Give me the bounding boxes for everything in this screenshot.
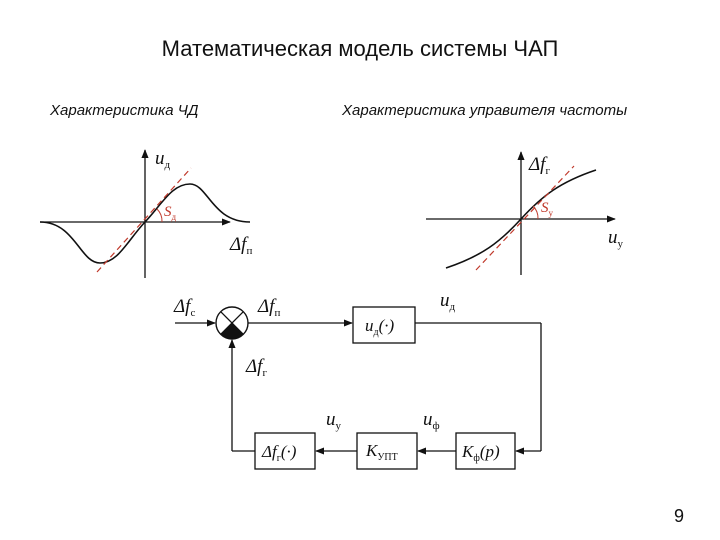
svg-text:Sу: Sу <box>541 200 554 218</box>
input-signal-label: Δfс <box>173 296 195 319</box>
discriminator-curve <box>39 183 251 264</box>
block-diagram: Δfс Δfп uд(·) uд <box>173 290 542 470</box>
left-x-axis-label: Δfп <box>229 234 252 257</box>
summing-junction <box>215 306 249 340</box>
svg-text:Kф(p): Kф(p) <box>461 442 500 464</box>
discriminator-slope-line <box>96 167 192 273</box>
filter-output-label: uф <box>423 409 440 432</box>
svg-text:uд(·): uд(·) <box>365 316 395 338</box>
controller-characteristic-chart: Sу Δfг uу <box>426 151 624 275</box>
right-x-axis-label: uу <box>608 227 624 250</box>
right-y-axis-label: Δfг <box>528 154 550 177</box>
discriminator-block: uд(·) <box>352 306 416 344</box>
svg-text:KУПТ: KУПТ <box>365 441 398 463</box>
svg-text:Δfг(·): Δfг(·) <box>261 442 297 464</box>
discriminator-output-label: uд <box>440 290 456 313</box>
filter-block: Kф(p) <box>455 432 516 470</box>
feedback-signal-label: Δfг <box>245 356 267 379</box>
error-signal-label: Δfп <box>257 296 280 319</box>
amplifier-output-label: uу <box>326 409 342 432</box>
subtitle-discriminator-characteristic: Характеристика ЧД <box>50 102 199 119</box>
page-number: 9 <box>673 506 684 526</box>
left-y-axis-label: uд <box>155 148 171 171</box>
discriminator-characteristic-chart: Sд uд Δfп <box>39 148 252 278</box>
discriminator-slope-angle-arc <box>156 208 163 223</box>
controller-block: Δfг(·) <box>254 432 316 470</box>
svg-text:Sд: Sд <box>164 204 177 222</box>
amplifier-block: KУПТ <box>356 432 418 470</box>
controller-curve <box>445 169 597 269</box>
controller-slope-angle-arc <box>532 205 539 220</box>
page-title: Математическая модель системы ЧАП <box>161 36 559 61</box>
controller-slope-line <box>475 165 575 271</box>
subtitle-controller-characteristic: Характеристика управителя частоты <box>342 102 628 119</box>
